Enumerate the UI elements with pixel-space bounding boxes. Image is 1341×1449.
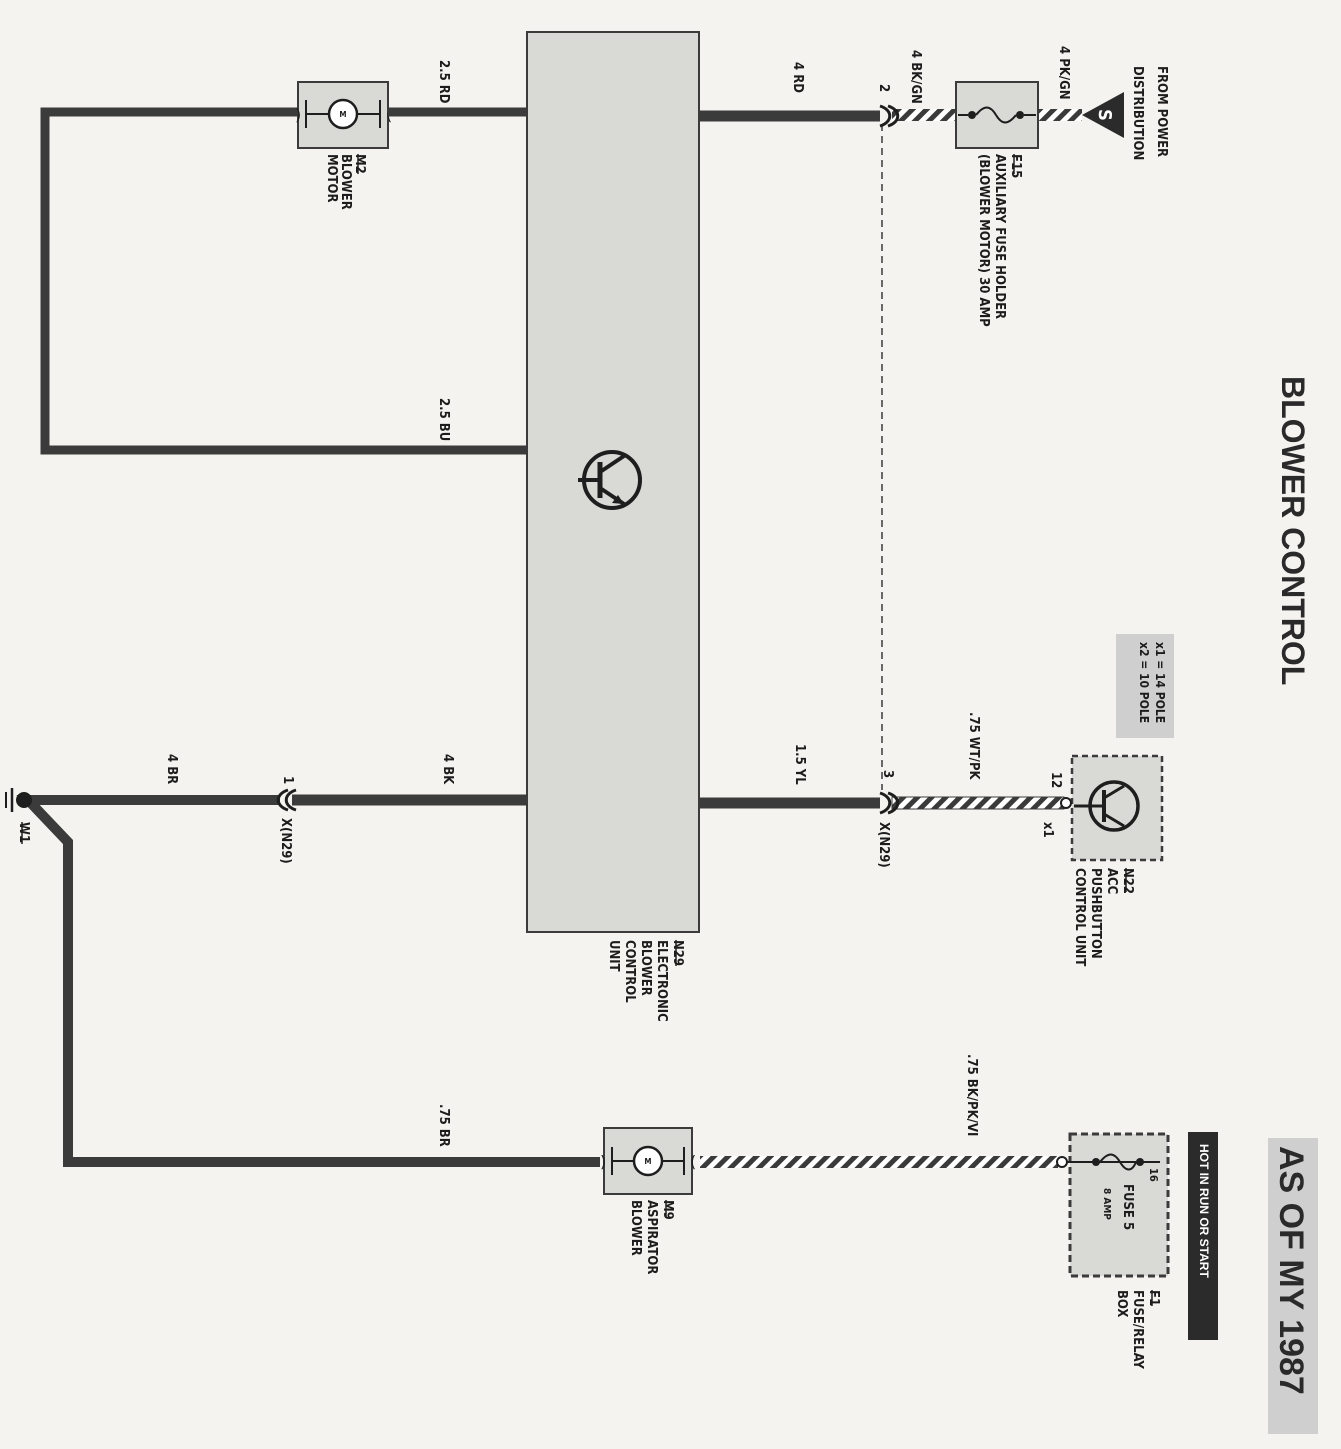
m9-aspirator-blower[interactable]: M ) ( <box>600 1127 696 1195</box>
label-4-rd: 4 RD <box>790 62 805 93</box>
f1-line1: FUSE/RELAY <box>1130 1290 1145 1369</box>
pin-3: 3 <box>880 770 895 778</box>
wire-bk-pk-vi <box>700 1156 1058 1168</box>
power-source-s: S <box>1082 92 1124 138</box>
m2-id: M2 <box>352 154 367 174</box>
f1-fuse-relay-box[interactable] <box>1056 1132 1170 1278</box>
f15-id: F15 <box>1008 154 1023 178</box>
connector-pin-3 <box>879 791 900 815</box>
n29-line4: UNIT <box>606 940 621 972</box>
stamp-text: AS OF MY 1987 <box>1272 1146 1310 1395</box>
connector-xn29-left: X(N29) <box>278 818 293 864</box>
label-4-bk-gn: 4 BK/GN <box>908 50 923 104</box>
svg-text:): ) <box>600 1152 606 1171</box>
n29-control-unit[interactable] <box>526 31 700 933</box>
m2-blower-motor[interactable]: M ) ( <box>295 81 392 149</box>
svg-text:(: ( <box>690 1152 696 1171</box>
n29-line1: ELECTRONIC <box>654 940 669 1022</box>
pin-12: 12 <box>1048 772 1063 788</box>
connector-xn29-right: X(N29) <box>876 822 891 868</box>
page-title: BLOWER CONTROL <box>1275 376 1311 685</box>
pole-legend-x2: x2 = 10 POLE <box>1137 642 1151 723</box>
n22-line1: ACC <box>1104 868 1119 894</box>
wire-wt-pk <box>891 796 1065 810</box>
f1-line2: BOX <box>1114 1290 1129 1317</box>
w1-id: W1 <box>16 822 31 843</box>
f1-id: F1 <box>1146 1290 1161 1306</box>
power-label-1: FROM POWER <box>1154 66 1169 157</box>
m2-line2: MOTOR <box>324 154 339 203</box>
m2-line1: BLOWER <box>338 154 353 210</box>
f1-fuse-label: FUSE 5 <box>1120 1184 1135 1230</box>
connector-pin-1 <box>276 788 297 812</box>
m9-glyph: M <box>644 1157 651 1166</box>
f1-amp-label: 8 AMP <box>1101 1188 1112 1220</box>
label-1-5-yl: 1.5 YL <box>792 744 807 785</box>
power-label-2: DISTRIBUTION <box>1130 66 1145 160</box>
f15-line1: AUXILIARY FUSE HOLDER <box>992 154 1007 319</box>
m9-line2: BLOWER <box>628 1200 643 1256</box>
label-4-bk: 4 BK <box>440 754 455 785</box>
pole-legend-box <box>1116 634 1174 738</box>
label-2-5-rd: 2.5 RD <box>436 60 451 104</box>
pin-16: 16 <box>1147 1168 1160 1182</box>
svg-text:S: S <box>1094 109 1115 121</box>
label-075-br: .75 BR <box>436 1104 451 1147</box>
label-wt-pk: .75 WT/PK <box>966 712 981 781</box>
n22-pushbutton-control-unit[interactable] <box>1060 754 1164 862</box>
pin-1: 1 <box>280 776 295 784</box>
label-bk-pk-vi: .75 BK/PK/VI <box>964 1054 979 1136</box>
motor-icon <box>327 98 359 130</box>
n22-line3: CONTROL UNIT <box>1072 868 1087 966</box>
transistor-icon <box>578 450 642 510</box>
wire-4-br <box>16 795 600 1167</box>
label-4-br: 4 BR <box>164 754 179 784</box>
n29-line2: BLOWER <box>638 940 653 996</box>
svg-text:): ) <box>295 105 301 124</box>
stamp-box <box>1268 1138 1318 1434</box>
id-underlines <box>21 154 1153 1306</box>
n22-line2: PUSHBUTTON <box>1088 868 1103 959</box>
m2-glyph: M <box>339 110 346 119</box>
hot-banner-text: HOT IN RUN OR START <box>1197 1144 1211 1278</box>
m9-id: M9 <box>660 1200 675 1220</box>
n29-id: N29 <box>670 940 685 966</box>
fuse-icon <box>975 106 1017 124</box>
n29-line3: CONTROL <box>622 940 637 1003</box>
label-4-pk-gn: 4 PK/GN <box>1056 46 1071 100</box>
fuse-icon <box>1099 1153 1137 1171</box>
motor-icon <box>632 1145 664 1177</box>
transistor-icon <box>1074 780 1140 832</box>
hot-banner-box <box>1188 1132 1218 1340</box>
pin-2: 2 <box>876 84 891 92</box>
m9-line1: ASPIRATOR <box>644 1200 659 1274</box>
ground-w1-icon <box>5 788 32 812</box>
wire-4-bk-gn <box>892 109 956 121</box>
n22-id: N22 <box>1120 868 1135 894</box>
f15-fuse-holder[interactable] <box>955 81 1039 149</box>
wire-loop-2-5 <box>40 107 527 455</box>
pole-legend-x1: x1 = 14 POLE <box>1153 642 1167 723</box>
f15-line2: (BLOWER MOTOR) 30 AMP <box>976 154 991 327</box>
label-2-5-bu: 2.5 BU <box>436 398 451 441</box>
connector-x1: x1 <box>1040 822 1055 838</box>
connector-pin-2 <box>879 104 900 128</box>
